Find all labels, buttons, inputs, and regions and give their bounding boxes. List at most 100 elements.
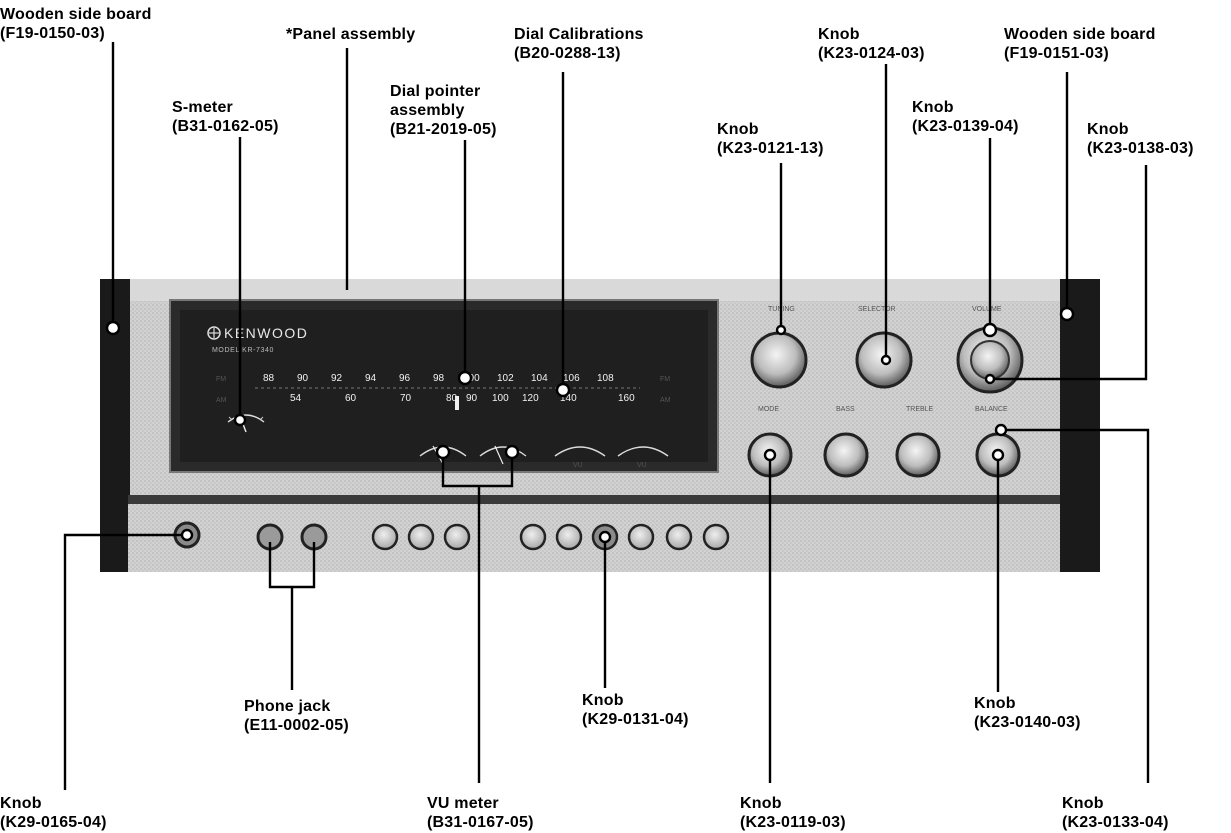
callout-wooden-side-board-left: Wooden side board (F19-0150-03) [0, 5, 152, 43]
push-button-1[interactable] [371, 523, 399, 551]
panel-top-strip [128, 279, 1070, 301]
callout-name: Knob [1087, 121, 1129, 138]
vu-label-3: VU [573, 462, 583, 469]
fm-tick-90: 90 [297, 373, 309, 384]
label-selector: SELECTOR [858, 306, 896, 313]
callout-vu-meter: VU meter (B31-0167-05) [427, 794, 534, 832]
lower-trim-bar [128, 495, 1060, 504]
am-scale: 54 60 70 80 90 100 120 140 160 [290, 393, 635, 404]
push-button-3[interactable] [443, 523, 471, 551]
callout-name: Knob [740, 795, 782, 812]
label-treble: TREBLE [906, 406, 934, 413]
callout-name: S-meter [172, 99, 233, 116]
am-tick-140: 140 [560, 393, 577, 404]
callout-knob-0131: Knob (K29-0131-04) [582, 691, 689, 729]
callout-phone-jack: Phone jack (E11-0002-05) [244, 697, 349, 735]
brand-text: KENWOOD [224, 325, 308, 341]
callout-part-number: (K23-0124-03) [818, 45, 925, 62]
push-button-9[interactable] [702, 523, 730, 551]
callout-wooden-side-board-right: Wooden side board (F19-0151-03) [1004, 25, 1156, 63]
callout-part-number: (K23-0140-03) [974, 714, 1081, 731]
vu-label-4: VU [637, 462, 647, 469]
model-text: MODEL KR-7340 [212, 347, 274, 354]
callout-name-line2: assembly [390, 102, 465, 119]
dial-window-inner [180, 310, 708, 462]
fm-tick-104: 104 [531, 373, 548, 384]
callout-name: Knob [818, 26, 860, 43]
callout-name: Knob [912, 99, 954, 116]
callout-part-number: (K29-0165-04) [0, 814, 107, 831]
push-button-2[interactable] [407, 523, 435, 551]
callout-name: Knob [717, 121, 759, 138]
fm-tick-102: 102 [497, 373, 514, 384]
am-tick-160: 160 [618, 393, 635, 404]
callout-name: Knob [974, 695, 1016, 712]
label-mode: MODE [758, 406, 779, 413]
callout-part-number: (K29-0131-04) [582, 711, 689, 728]
callout-part-number: (B31-0162-05) [172, 118, 279, 135]
am-band-left: AM [216, 397, 227, 404]
callout-name: *Panel assembly [286, 26, 416, 43]
vu-meter-3: VU [554, 446, 606, 469]
fm-tick-96: 96 [399, 373, 411, 384]
vu-meter-4: VU [617, 446, 669, 469]
callout-name: Knob [0, 795, 42, 812]
callout-part-number: (K23-0121-13) [717, 140, 824, 157]
am-tick-60: 60 [345, 393, 357, 404]
am-tick-100: 100 [492, 393, 509, 404]
label-volume: VOLUME [972, 306, 1002, 313]
callout-name: Dial Calibrations [514, 26, 644, 43]
callout-part-number: (E11-0002-05) [244, 717, 349, 734]
fm-tick-98: 98 [433, 373, 445, 384]
callout-name: Knob [582, 692, 624, 709]
am-tick-54: 54 [290, 393, 302, 404]
treble-knob[interactable] [895, 432, 941, 478]
callout-part-number: (B31-0167-05) [427, 814, 534, 831]
tuning-knob[interactable] [750, 331, 808, 389]
push-button-8[interactable] [665, 523, 693, 551]
kenwood-logo-icon [207, 326, 221, 340]
callout-part-number: (K23-0119-03) [740, 814, 846, 831]
dial-pointer [455, 396, 459, 410]
fm-tick-108: 108 [597, 373, 614, 384]
fm-tick-92: 92 [331, 373, 343, 384]
am-band-right: AM [660, 397, 671, 404]
fm-tick-106: 106 [563, 373, 580, 384]
callout-part-number: (K23-0133-04) [1062, 814, 1169, 831]
callout-name: VU meter [427, 795, 499, 812]
callout-knob-0119: Knob (K23-0119-03) [740, 794, 846, 832]
bass-knob[interactable] [823, 432, 869, 478]
callout-name: Knob [1062, 795, 1104, 812]
callout-part-number: (F19-0150-03) [0, 25, 105, 42]
leader-lines [63, 42, 1150, 790]
callout-knob-0138: Knob (K23-0138-03) [1087, 120, 1194, 158]
volume-knob-inner[interactable] [970, 340, 1010, 380]
callout-knob-0124: Knob (K23-0124-03) [818, 25, 925, 63]
callout-panel-assembly: *Panel assembly [286, 25, 415, 44]
push-button-4[interactable] [519, 523, 547, 551]
label-bass: BASS [836, 406, 855, 413]
callout-dots [105, 306, 1075, 544]
fm-tick-88: 88 [263, 373, 275, 384]
callout-s-meter: S-meter (B31-0162-05) [172, 98, 279, 136]
am-tick-120: 120 [522, 393, 539, 404]
wooden-side-board-right [1060, 279, 1100, 572]
fm-band-right: FM [660, 376, 670, 383]
push-button-5[interactable] [555, 523, 583, 551]
callout-part-number: (K23-0139-04) [912, 118, 1019, 135]
callout-knob-0133: Knob (K23-0133-04) [1062, 794, 1169, 832]
callout-dial-pointer: Dial pointer assembly (B21-2019-05) [390, 82, 497, 139]
am-tick-70: 70 [400, 393, 412, 404]
callout-knob-0165: Knob (K29-0165-04) [0, 794, 107, 832]
callout-name: Wooden side board [0, 6, 152, 23]
callout-name: Dial pointer [390, 83, 481, 100]
label-balance: BALANCE [975, 406, 1008, 413]
push-button-7[interactable] [627, 523, 655, 551]
callout-dial-calibrations: Dial Calibrations (B20-0288-13) [514, 25, 644, 63]
vu-meter-2 [479, 445, 527, 465]
callout-part-number: (B20-0288-13) [514, 45, 621, 62]
callout-knob-0140: Knob (K23-0140-03) [974, 694, 1081, 732]
callout-knob-0139: Knob (K23-0139-04) [912, 98, 1019, 136]
am-tick-90: 90 [466, 393, 478, 404]
